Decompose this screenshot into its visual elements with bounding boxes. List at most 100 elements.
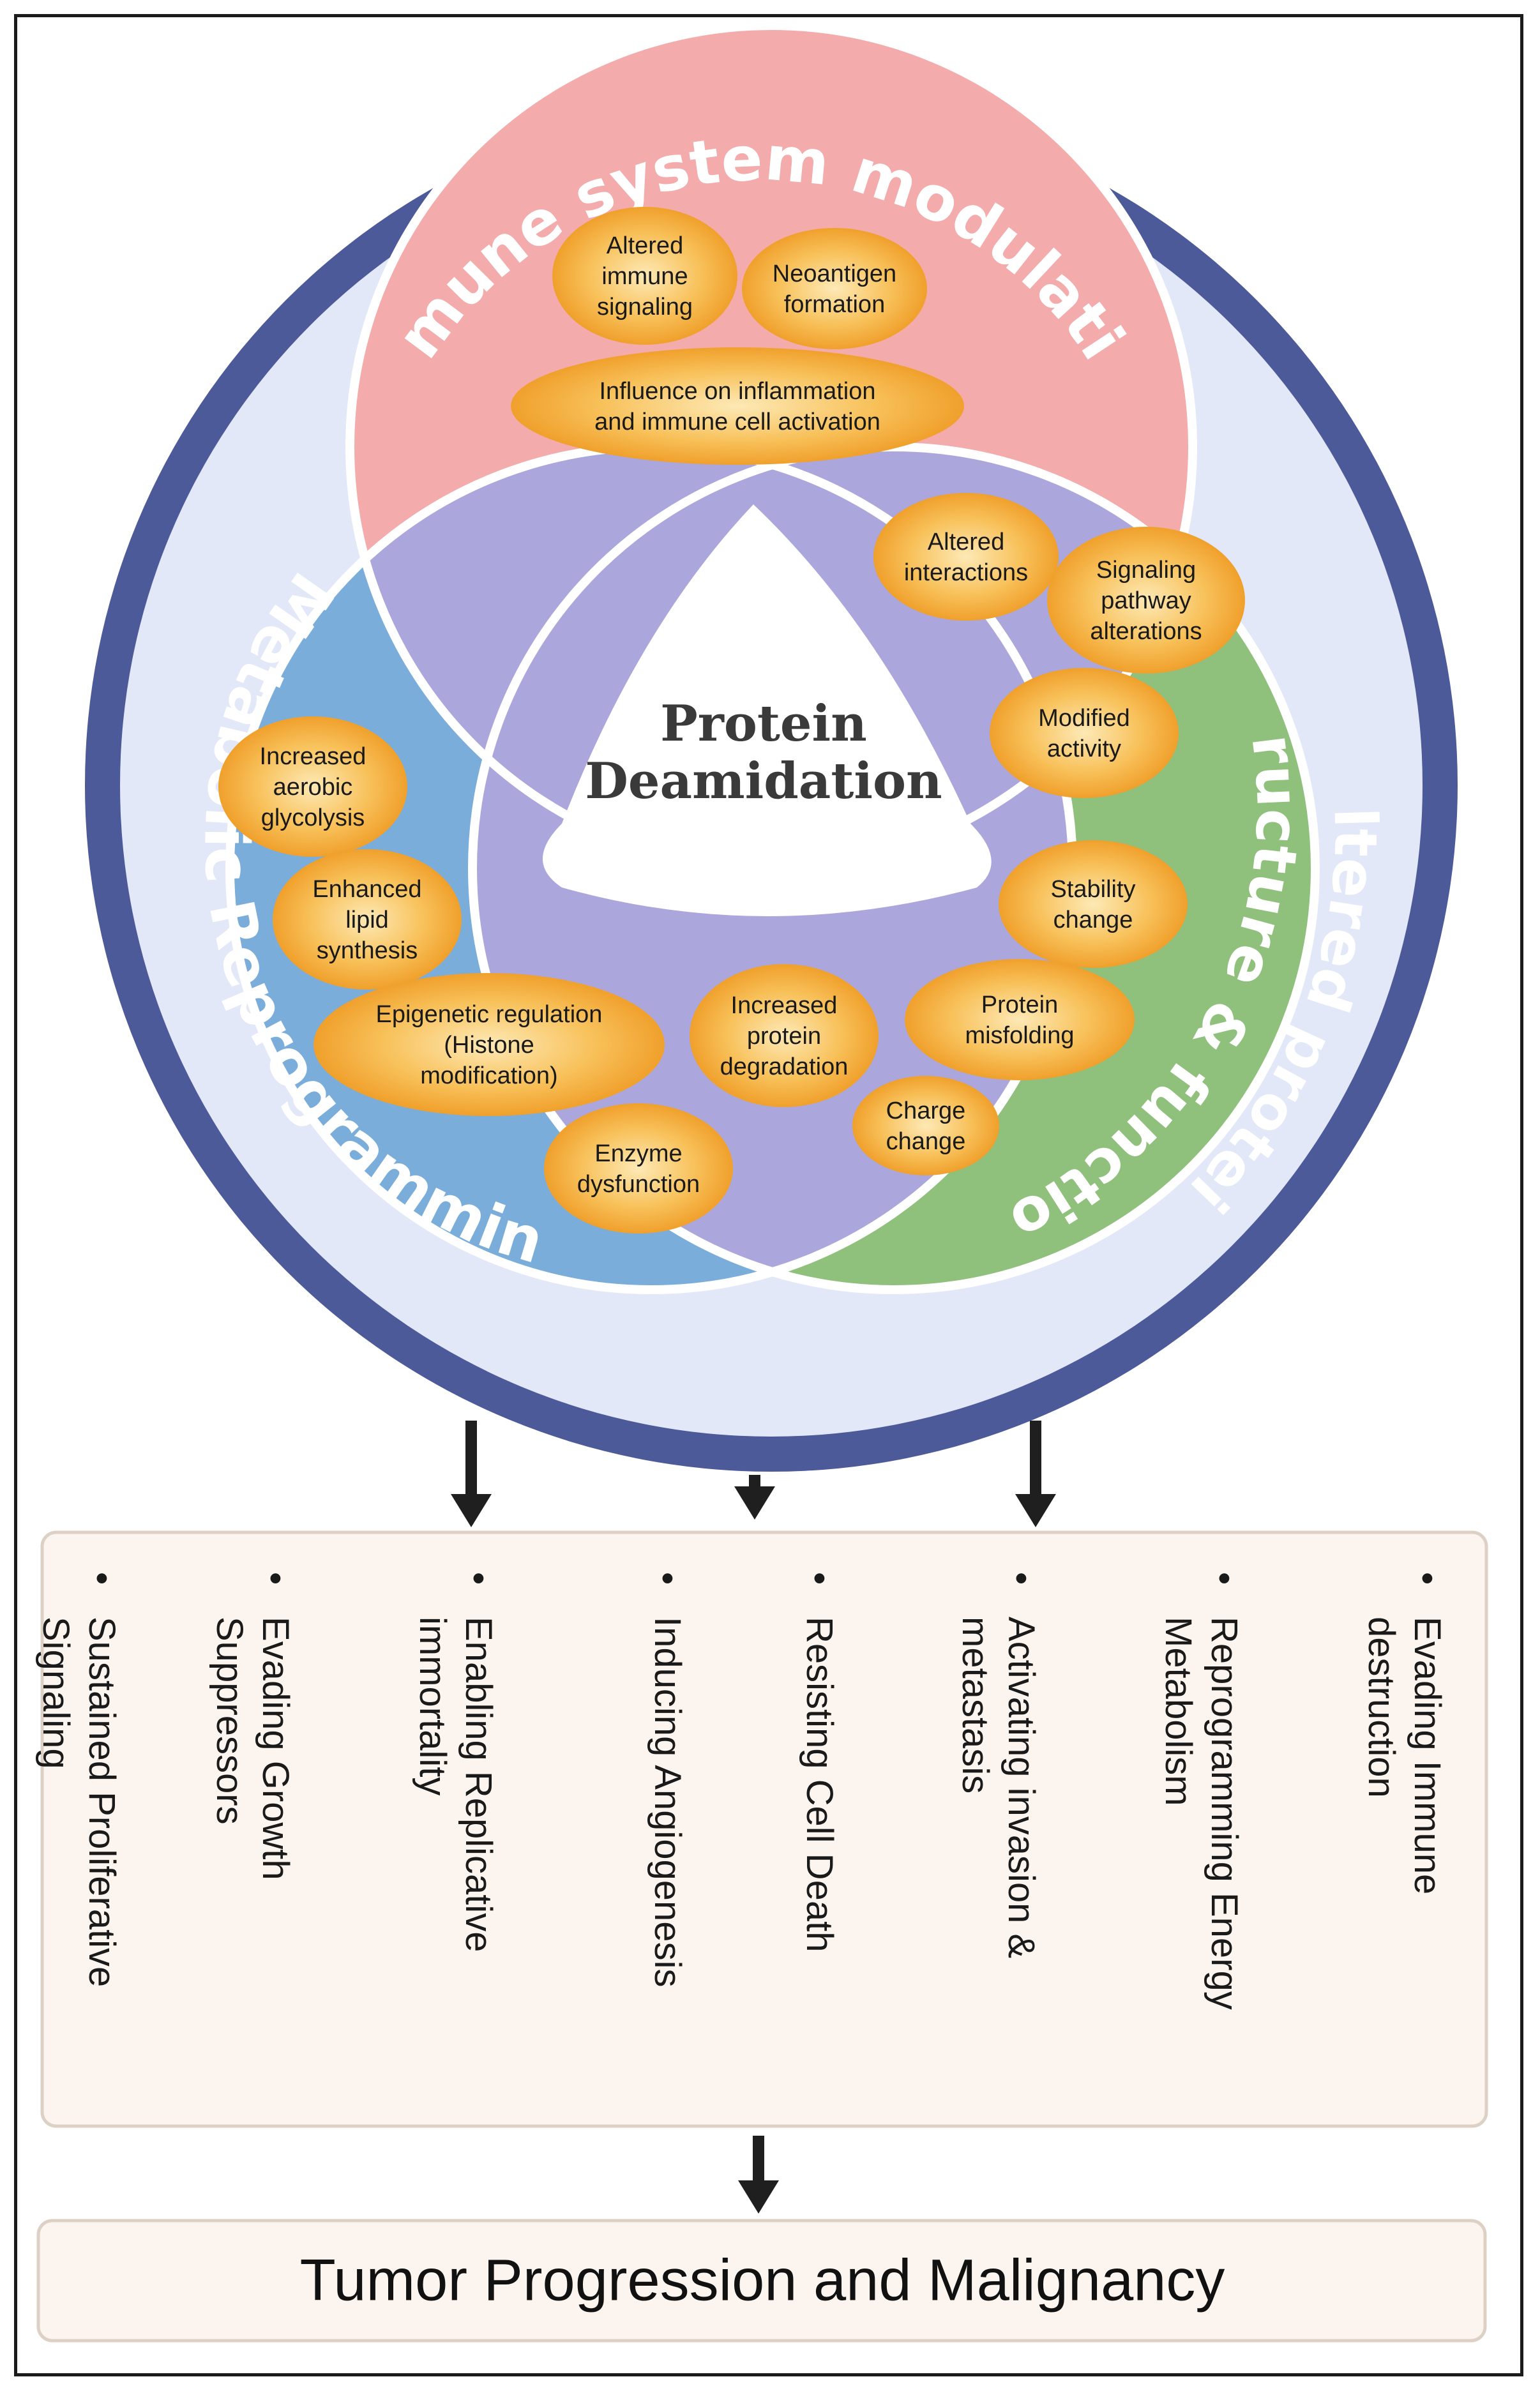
hallmark-item: • Activating invasion &metastasis (955, 1572, 1042, 1958)
bubble-immune-2: Neoantigen formation (742, 228, 927, 349)
arrow-middle (734, 1475, 775, 1520)
result-box (36, 2219, 1487, 2343)
bubble-shape (873, 493, 1059, 621)
bubble-immune-3: Influence on inflammation and immune cell… (511, 347, 964, 465)
bubble-protein-5: Protein misfolding (905, 959, 1135, 1080)
bubble-metabolic-3: Epigenetic regulation (Histone modificatio… (313, 973, 665, 1116)
center-core: Protein Deamidation (543, 504, 992, 916)
hallmark-text-line: Resisting Cell Death (799, 1617, 840, 1952)
bubble-text-line: Increased (731, 992, 838, 1019)
bubble-text-line: formation (784, 291, 885, 318)
bubble-text-line: Enzyme (594, 1140, 682, 1167)
bubble-shape (511, 347, 964, 465)
hallmark-text-line: Enabling Replicative (458, 1617, 499, 1952)
bubble-text-line: Stability (1050, 876, 1135, 903)
bubble-text-line: dysfunction (577, 1171, 700, 1198)
hallmark-bullet: • (1204, 1572, 1245, 1585)
bubble-text-line: Altered (607, 232, 683, 259)
hallmark-text-line: Suppressors (209, 1617, 250, 1825)
bubble-text-line: and immune cell activation (594, 409, 880, 435)
hallmark-item: • Inducing Angiogenesis (647, 1572, 688, 1987)
hallmark-item: • Resisting Cell Death (799, 1572, 840, 1952)
bubble-shape (1047, 527, 1245, 674)
center-title-line2: Deamidation (585, 752, 942, 810)
bubble-protein-1: Altered interactions (873, 493, 1059, 621)
hallmark-text-line: immortality (412, 1617, 453, 1795)
hallmark-bullet: • (647, 1572, 688, 1585)
bubble-text-line: Enhanced (312, 876, 421, 903)
hallmark-bullet: • (1407, 1572, 1448, 1585)
hallmarks-box (40, 1530, 1488, 2128)
effect-bubbles: Altered immune signaling Neoantigen formatio… (218, 207, 1245, 1234)
bubble-shape (990, 668, 1179, 798)
bubble-text-line: Charge (886, 1098, 966, 1124)
hallmark-bullet: • (255, 1572, 296, 1585)
hallmark-text-line: metastasis (955, 1617, 996, 1793)
bubble-metabolic-4: Enzyme dysfunction (544, 1103, 733, 1234)
hallmark-text-line: destruction (1361, 1617, 1402, 1798)
arrow-left (451, 1421, 492, 1527)
bubble-text-line: pathway (1101, 587, 1191, 614)
bubble-shape (690, 964, 879, 1107)
bubble-text-line: glycolysis (261, 804, 365, 831)
arrow-to-result (738, 2136, 779, 2214)
bubble-shape (273, 849, 462, 990)
bubble-text-line: Increased (260, 743, 366, 770)
hallmark-text-line: Inducing Angiogenesis (647, 1617, 688, 1987)
hallmark-text-line: Metabolism (1158, 1617, 1199, 1806)
bubble-protein-3: Modified activity (990, 668, 1179, 798)
bubble-text-line: Altered (928, 529, 1004, 555)
bubble-text-line: activity (1047, 736, 1121, 762)
bubble-text-line: Neoantigen (773, 260, 896, 287)
hallmark-bullet: • (1000, 1572, 1042, 1585)
bubble-protein-6: Charge change (852, 1076, 999, 1175)
bubble-text-line: Epigenetic regulation (376, 1001, 603, 1028)
bubble-text-line: signaling (597, 294, 693, 321)
bubble-text-line: Influence on inflammation (599, 378, 875, 405)
bubble-text-line: misfolding (965, 1022, 1074, 1049)
bubble-text-line: lipid (345, 907, 389, 933)
hallmark-text-line: Sustained Proliferative (81, 1617, 123, 1987)
arrow-right (1015, 1421, 1056, 1527)
bubble-shape (218, 716, 407, 857)
bubble-shape (544, 1103, 733, 1234)
bubble-metabolic-2: Enhanced lipid synthesis (273, 849, 462, 990)
bubble-text-line: interactions (904, 559, 1028, 586)
bubble-shape (552, 207, 737, 345)
hallmark-text-line: Activating invasion & (1000, 1617, 1042, 1958)
hallmark-bullet: • (799, 1572, 840, 1585)
center-title-line1: Protein (660, 695, 867, 753)
bubble-text-line: Protein (981, 992, 1058, 1018)
bubble-text-line: change (1053, 907, 1133, 933)
bubble-overlap-1: Increased protein degradation (690, 964, 879, 1107)
bubble-immune-1: Altered immune signaling (552, 207, 737, 345)
bubble-shape (313, 973, 665, 1116)
arrows (451, 1421, 1056, 2214)
bubble-text-line: change (886, 1128, 966, 1155)
hallmark-text-line: Evading Growth (255, 1617, 296, 1880)
bubble-shape (742, 228, 927, 349)
hallmark-text-line: Reprogramming Energy (1204, 1617, 1245, 2010)
hallmark-text-line: Signaling (35, 1617, 77, 1769)
bubble-text-line: alterations (1090, 618, 1202, 645)
bubble-text-line: Modified (1038, 705, 1130, 732)
bubble-text-line: protein (747, 1023, 821, 1050)
bubble-text-line: (Histone (444, 1032, 534, 1059)
hallmark-text-line: Evading Immune (1407, 1617, 1448, 1894)
bubble-shape (905, 959, 1135, 1080)
bubble-text-line: immune (601, 263, 688, 290)
bubble-text-line: synthesis (317, 937, 418, 964)
bubble-text-line: Signaling (1096, 557, 1196, 584)
result-label: Tumor Progression and Malignancy (300, 2247, 1225, 2313)
bubble-text-line: modification) (420, 1062, 557, 1089)
hallmark-bullet: • (81, 1572, 123, 1585)
bubble-text-line: degradation (720, 1053, 849, 1080)
